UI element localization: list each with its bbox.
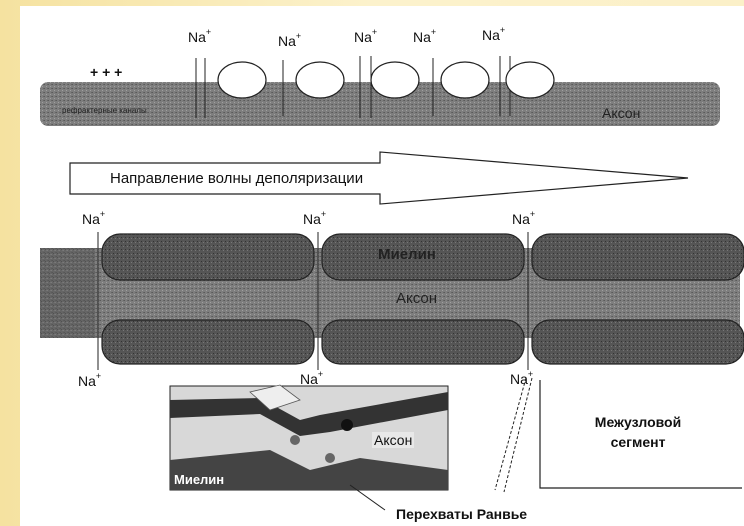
axon-end	[40, 248, 95, 338]
na-ion-label: Na+	[413, 28, 436, 45]
na-ion-label: Na+	[82, 210, 105, 227]
na-ion-label: Na+	[510, 370, 533, 387]
na-ion-label: Na+	[188, 28, 211, 45]
axon-label-top: Аксон	[602, 105, 640, 121]
na-ion-label: Na+	[303, 210, 326, 227]
inset-axon-label: Аксон	[372, 432, 414, 448]
inset-vesicle	[290, 435, 300, 445]
positive-charges: + + +	[90, 64, 122, 80]
inset-myelin-label: Миелин	[174, 472, 224, 487]
arrow-label: Направление волны деполяризации	[110, 170, 363, 187]
na-ion-label: Na+	[278, 32, 301, 49]
myelin-label: Миелин	[378, 246, 436, 263]
na-ion-label: Na+	[300, 370, 323, 387]
inset-vesicle	[341, 419, 353, 431]
na-ion-label: Na+	[512, 210, 535, 227]
internode-label: Межузловой сегмент	[578, 412, 698, 452]
axon-label-middle: Аксон	[396, 290, 437, 307]
na-ion-label: Na+	[78, 372, 101, 389]
nodes-of-ranvier-label: Перехваты Ранвье	[396, 506, 527, 522]
na-ion-label: Na+	[354, 28, 377, 45]
myelin-sheaths-lower	[102, 320, 744, 364]
inset-vesicle	[325, 453, 335, 463]
refractory-channels-label: рефрактерные каналы	[62, 106, 180, 115]
na-ion-label: Na+	[482, 26, 505, 43]
